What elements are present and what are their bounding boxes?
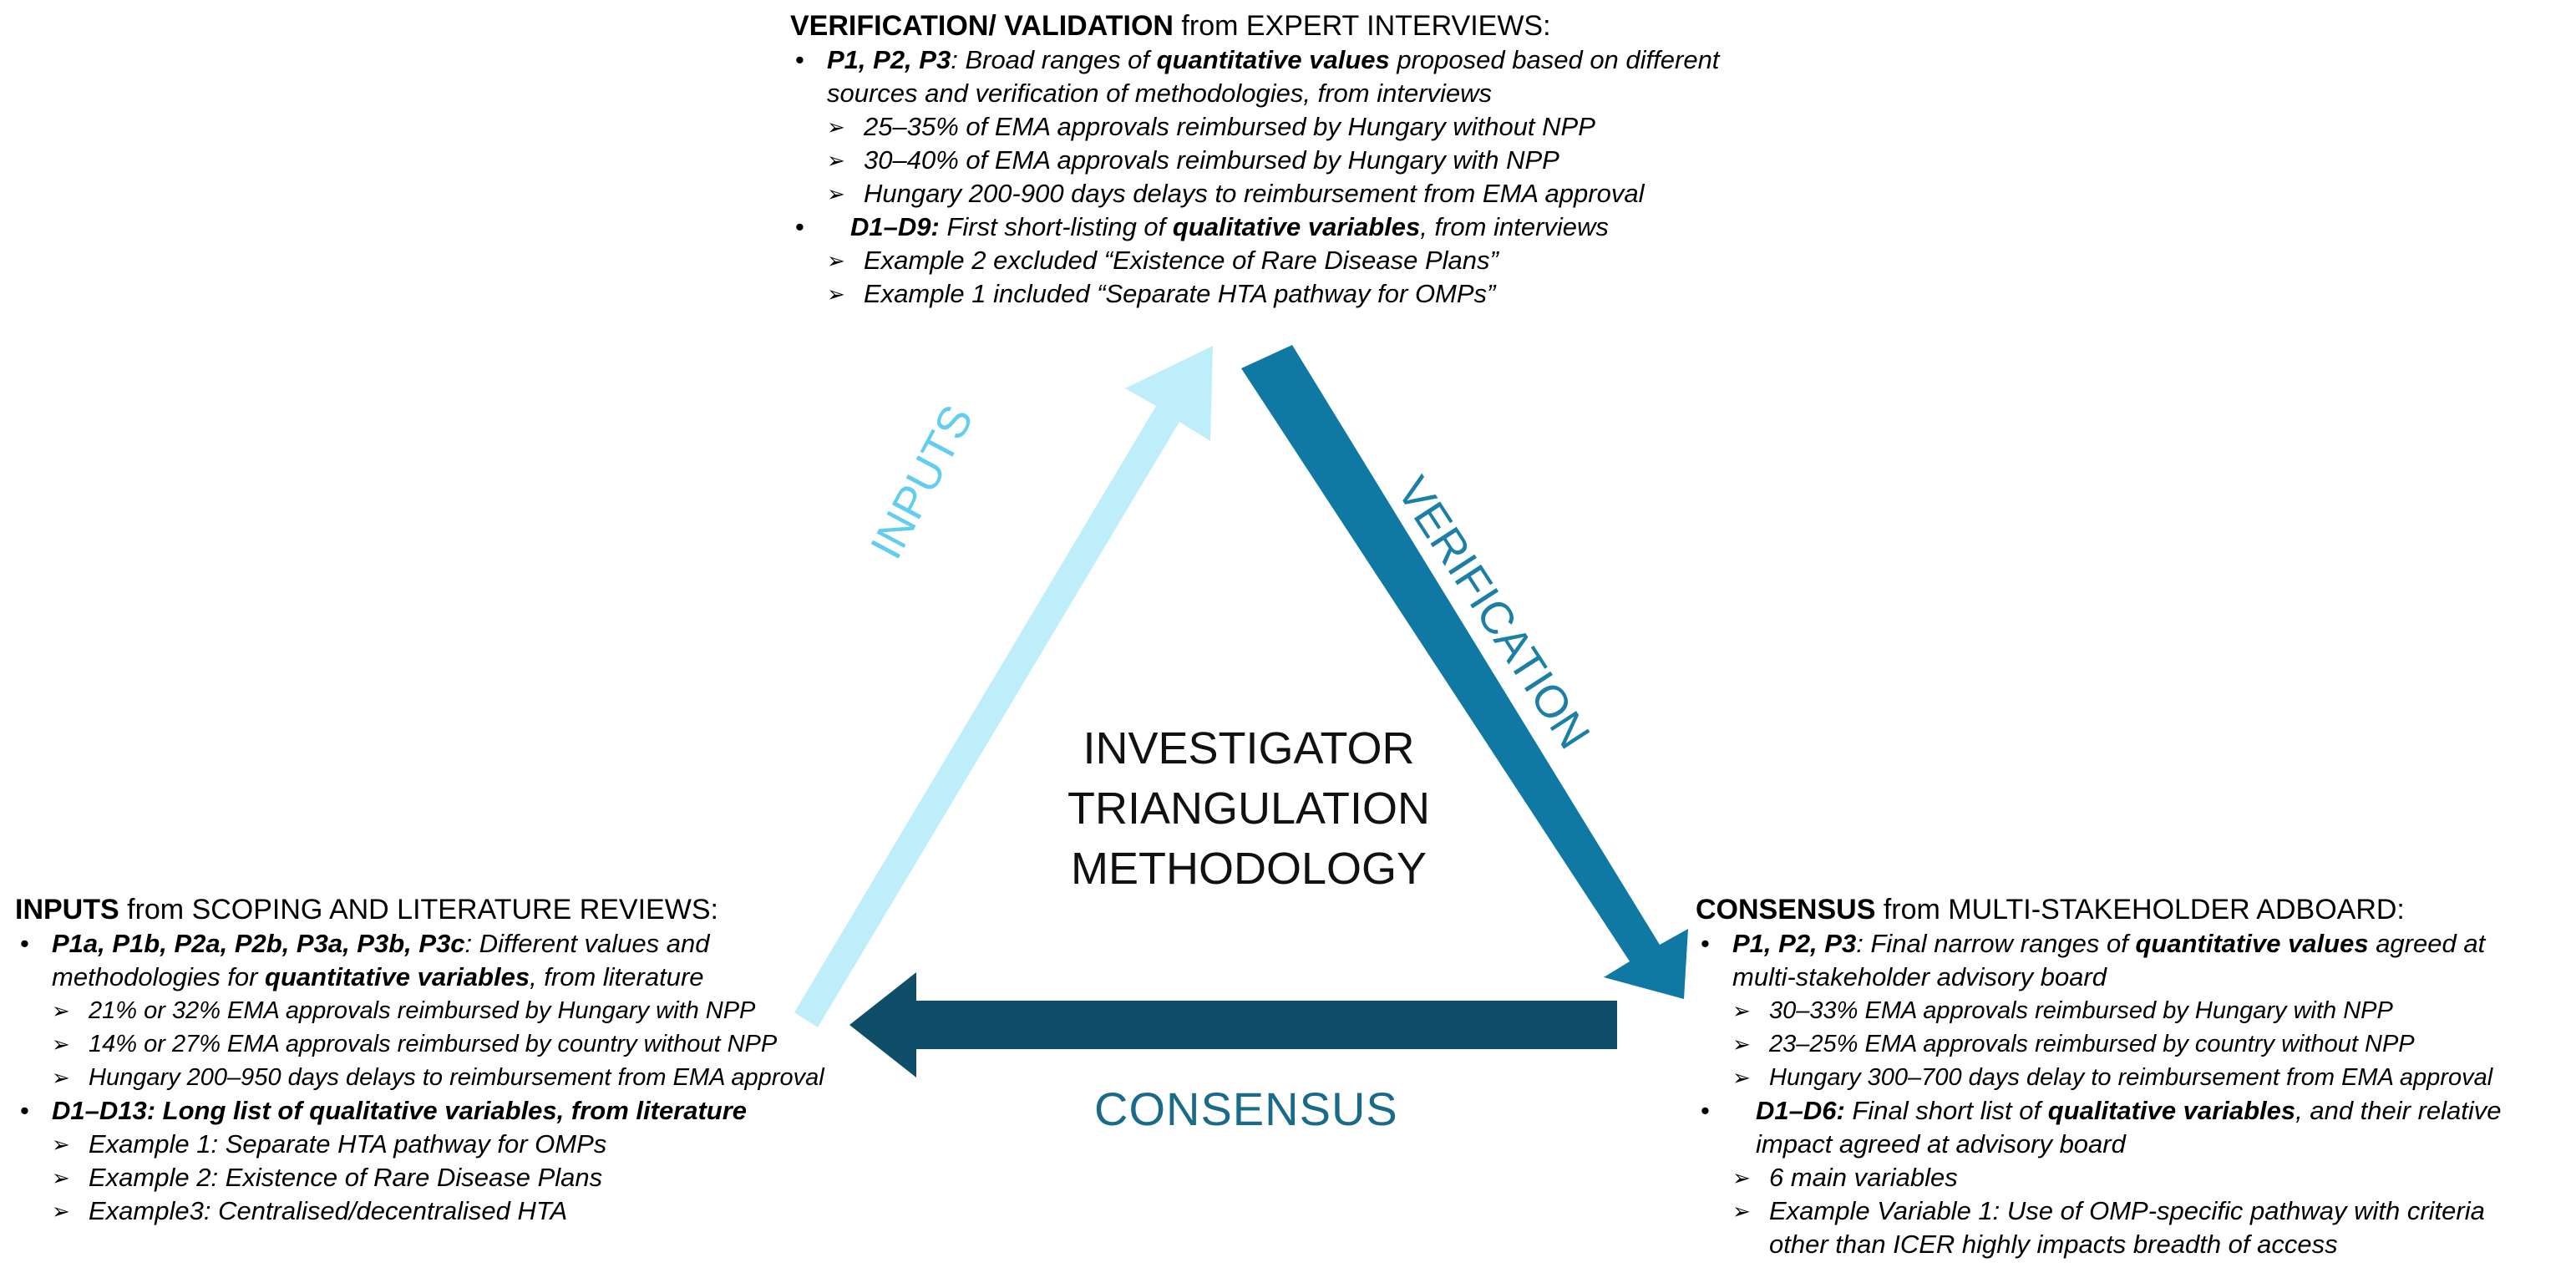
verification-block: VERIFICATION/ VALIDATION from EXPERT INT…	[790, 8, 1759, 311]
verification-sub-3: ➢Hungary 200-900 days delays to reimburs…	[827, 179, 1645, 208]
center-title: INVESTIGATOR TRIANGULATION METHODOLOGY	[998, 718, 1499, 899]
inputs-arrow	[794, 346, 1213, 1027]
inputs-sub-6: ➢Example3: Centralised/decentralised HTA	[52, 1196, 568, 1225]
inputs-sub-2: ➢14% or 27% EMA approvals reimbursed by …	[52, 1031, 778, 1057]
consensus-block: CONSENSUS from MULTI-STAKEHOLDER ADBOARD…	[1696, 892, 2573, 1261]
verification-arrow	[1241, 345, 1688, 999]
consensus-item-qualitative: • D1–D6: Final short list of qualitative…	[1701, 1096, 2502, 1159]
consensus-sub-4: ➢6 main variables	[1732, 1163, 1958, 1192]
consensus-sub-5: ➢Example Variable 1: Use of OMP-specific…	[1732, 1196, 2485, 1259]
consensus-heading: CONSENSUS from MULTI-STAKEHOLDER ADBOARD…	[1696, 894, 2405, 925]
verification-sub-1: ➢25–35% of EMA approvals reimbursed by H…	[827, 112, 1595, 141]
inputs-sub-4: ➢Example 1: Separate HTA pathway for OMP…	[52, 1129, 607, 1159]
consensus-sub-2: ➢23–25% EMA approvals reimbursed by coun…	[1732, 1031, 2415, 1057]
verification-item-quantitative: • P1, P2, P3: Broad ranges of quantitati…	[795, 45, 1720, 108]
inputs-block: INPUTS from SCOPING AND LITERATURE REVIE…	[15, 892, 850, 1228]
verification-sub-5: ➢Example 1 included “Separate HTA pathwa…	[827, 279, 1496, 308]
inputs-sub-3: ➢ Hungary 200–950 days delays to reimbur…	[52, 1064, 824, 1091]
consensus-item-quantitative: • P1, P2, P3: Final narrow ranges of qua…	[1701, 929, 2486, 991]
verification-heading: VERIFICATION/ VALIDATION from EXPERT INT…	[790, 10, 1551, 42]
center-title-line2: TRIANGULATION	[1067, 783, 1431, 834]
center-title-line1: INVESTIGATOR	[1083, 723, 1415, 773]
inputs-item-quantitative: • P1a, P1b, P2a, P2b, P3a, P3b, P3c: Dif…	[20, 929, 710, 991]
inputs-sub-1: ➢21% or 32% EMA approvals reimbursed by …	[52, 997, 756, 1024]
center-title-line3: METHODOLOGY	[1070, 844, 1427, 894]
consensus-arrow-label: CONSENSUS	[1094, 1083, 1398, 1135]
consensus-arrow	[849, 972, 1617, 1078]
inputs-item-qualitative: • D1–D13: Long list of qualitative varia…	[20, 1096, 748, 1125]
inputs-heading: INPUTS from SCOPING AND LITERATURE REVIE…	[15, 894, 718, 925]
verification-item-qualitative: • D1–D9: First short-listing of qualitat…	[795, 212, 1609, 241]
verification-sub-2: ➢30–40% of EMA approvals reimbursed by H…	[827, 145, 1559, 175]
inputs-sub-5: ➢Example 2: Existence of Rare Disease Pl…	[52, 1163, 603, 1192]
verification-sub-4: ➢Example 2 excluded “Existence of Rare D…	[827, 246, 1498, 275]
consensus-sub-3: ➢Hungary 300–700 days delay to reimburse…	[1732, 1064, 2493, 1091]
consensus-sub-1: ➢30–33% EMA approvals reimbursed by Hung…	[1732, 997, 2393, 1024]
